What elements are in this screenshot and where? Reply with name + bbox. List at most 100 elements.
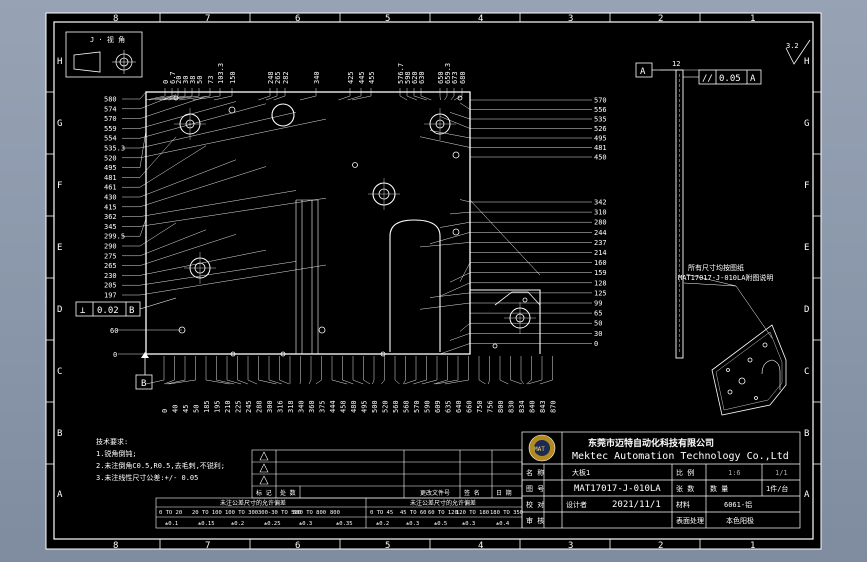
dimension-line: [404, 379, 417, 385]
left-dim-205: 205: [104, 282, 117, 290]
bottom-dim-750: 750: [476, 400, 484, 413]
zone-row-C-right: C: [804, 367, 809, 377]
datum-a-label: A: [640, 67, 646, 77]
outer-frame: [45, 12, 822, 550]
plate-side-view: 12 A // 0.05 A 3.2: [635, 39, 811, 359]
bottom-dim-40: 40: [172, 405, 180, 413]
tol-range-8: 60 TO 120: [428, 510, 458, 516]
right-dim-125: 125: [594, 289, 607, 297]
tol-range-9: 120 TO 180: [456, 510, 489, 516]
projection-label: J · 视 角: [90, 35, 125, 44]
dimension-line: [459, 262, 471, 282]
dimension-line: [342, 379, 354, 385]
qty-label: 数 量: [710, 484, 728, 493]
dimension-line: [413, 95, 427, 101]
bottom-dim-843: 843: [539, 400, 547, 413]
right-dim-30: 30: [594, 330, 602, 338]
bottom-dim-756: 756: [487, 400, 495, 413]
left-dim-290: 290: [104, 243, 117, 251]
right-dim-495: 495: [594, 135, 607, 143]
tol-value-6: ±0.2: [376, 521, 389, 527]
top-dim-30: 30: [182, 76, 190, 84]
bottom-dim-316: 316: [277, 400, 285, 413]
revision-labels: 标 记处 数更改文件号签 名日 期: [256, 489, 512, 497]
zone-col-2: 2: [658, 14, 663, 24]
dimension-line: [205, 379, 230, 385]
notes-title: 技术要求:: [96, 437, 128, 446]
tol-value-2: ±0.2: [231, 521, 244, 527]
dimension-line: [168, 95, 200, 101]
dimension-line: [179, 95, 211, 101]
tol-range-0: 0 TO 20: [159, 510, 182, 516]
zone-col-5-bottom: 5: [385, 541, 390, 551]
dimension-line: [226, 379, 242, 385]
dimension-line: [420, 95, 432, 101]
zone-row-D-right: D: [804, 305, 809, 315]
right-dim-570: 570: [594, 97, 607, 105]
parallel-ref: A: [750, 74, 756, 84]
tol-range-1: 20 TO 100: [192, 510, 222, 516]
zone-col-4: 4: [478, 14, 483, 24]
plate-front-view: [145, 91, 541, 357]
dimension-line: [139, 229, 207, 257]
inner-frame: [53, 21, 814, 540]
tol-value-10: ±0.4: [496, 521, 510, 527]
drawing-no-value: MAT17017-J-010LA: [574, 484, 661, 494]
bottom-dim-300: 300: [266, 400, 274, 413]
dimension-line: [258, 95, 271, 101]
dimension-line: [539, 379, 553, 385]
treatment-label: 表面处理: [676, 516, 704, 525]
dimension-line: [145, 95, 166, 101]
left-dim-415: 415: [104, 203, 117, 211]
dimension-line: [216, 379, 235, 385]
bottom-dim-520: 520: [382, 400, 390, 413]
bottom-dim-245: 245: [245, 400, 253, 413]
dimension-line: [394, 379, 400, 385]
bottom-dim-185: 185: [203, 400, 211, 413]
dim-0-left: 0: [113, 351, 117, 359]
dimension-line: [352, 95, 372, 101]
bottom-dim-288: 288: [256, 400, 264, 413]
left-dim-481: 481: [104, 174, 117, 182]
zone-row-B: B: [57, 429, 62, 439]
dimension-line: [520, 379, 524, 385]
top-dim-265: 265: [274, 71, 282, 84]
dimension-line: [213, 95, 233, 101]
hole-note-ref: MAT17017-J-010LA附图说明: [678, 273, 773, 282]
left-dim-580: 580: [104, 96, 117, 104]
tol-value-0: ±0.1: [165, 521, 178, 527]
tol-header-linear: 未注公差尺寸的允许偏差: [220, 499, 286, 507]
dimension-line: [331, 379, 348, 385]
tol-range-7: 45 TO 60: [400, 510, 427, 516]
dimension-line: [247, 379, 258, 385]
zone-col-1: 1: [750, 14, 755, 24]
zone-row-G: G: [57, 119, 62, 129]
tol-range-4: 500 TO 800: [293, 510, 326, 516]
left-dim-345: 345: [104, 223, 117, 231]
right-dim-214: 214: [594, 249, 607, 257]
tolerance-values: ±0.1±0.15±0.2±0.25±0.3±0.35±0.2±0.3±0.5±…: [165, 521, 510, 527]
bottom-dim-495: 495: [361, 400, 369, 413]
zone-row-E: E: [57, 243, 62, 253]
bottom-dim-458: 458: [340, 400, 348, 413]
name-label: 名 称: [526, 468, 544, 477]
dimension-line: [444, 95, 448, 101]
bottom-dim-834: 834: [518, 400, 526, 413]
dimension-line: [139, 264, 327, 296]
bottom-dim-0: 0: [161, 409, 169, 413]
dimension-line: [237, 379, 248, 385]
left-dim-495: 495: [104, 164, 117, 172]
top-dim-455: 455: [368, 71, 376, 84]
left-dim-265: 265: [104, 262, 117, 270]
right-dim-450: 450: [594, 154, 607, 162]
tol-value-5: ±0.35: [336, 521, 353, 527]
tol-value-1: ±0.15: [198, 521, 215, 527]
sheet-label: 张 数: [676, 484, 694, 493]
bottom-dim-570: 570: [413, 400, 421, 413]
zone-col-5: 5: [385, 14, 390, 24]
tol-header-angular: 未注公差尺寸的允许偏差: [410, 499, 476, 507]
